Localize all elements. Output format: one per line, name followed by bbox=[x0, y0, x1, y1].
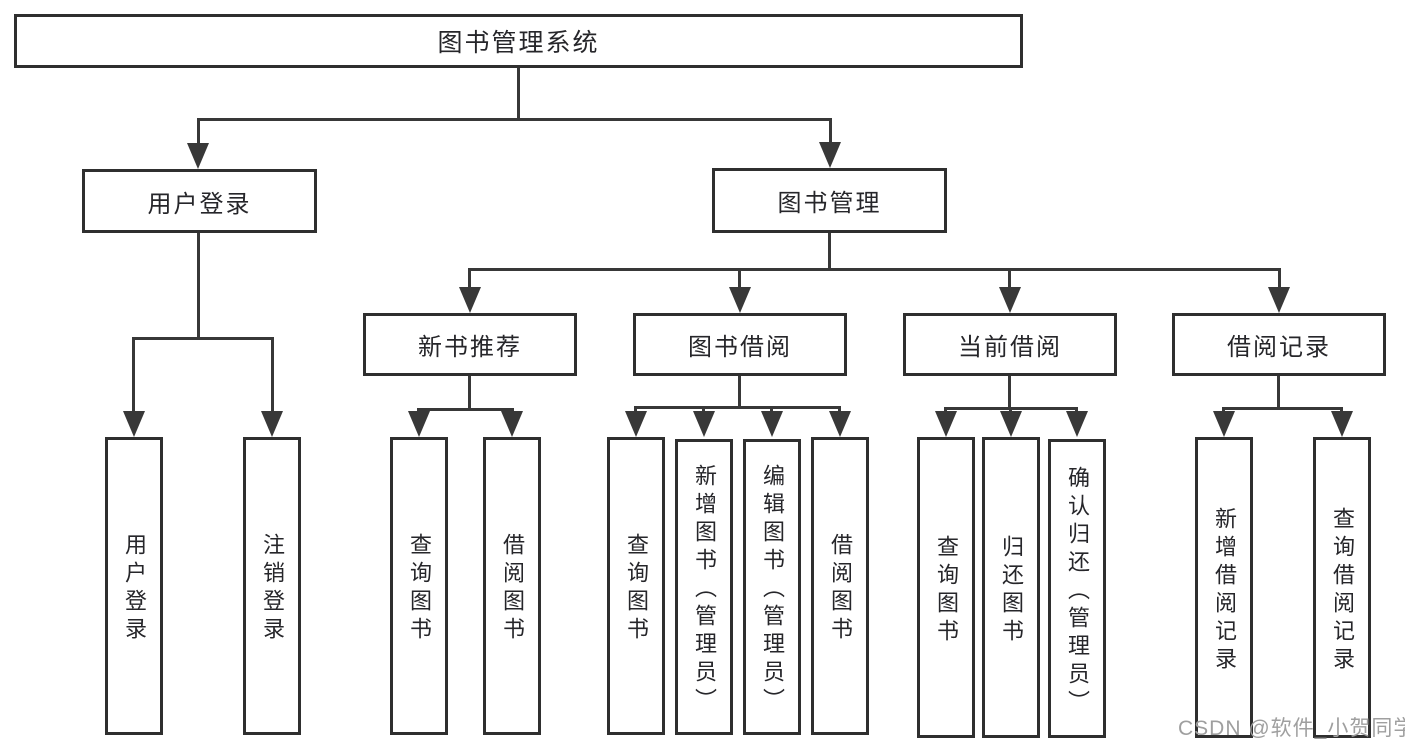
node-records-query-borrow-record: 查询借阅记录 bbox=[1313, 437, 1371, 738]
node-label: 图书借阅 bbox=[688, 334, 792, 361]
connector-line bbox=[197, 118, 200, 146]
connector-line bbox=[271, 337, 274, 414]
node-user-login: 用户登录 bbox=[82, 169, 317, 233]
arrow-down-icon bbox=[1268, 287, 1290, 313]
connector-line bbox=[517, 66, 520, 120]
node-recommend-borrow-books: 借阅图书 bbox=[483, 437, 541, 735]
connector-line bbox=[1277, 374, 1280, 409]
arrow-down-icon bbox=[829, 411, 851, 437]
node-label: 查询图书 bbox=[934, 534, 959, 647]
connector-line bbox=[702, 406, 705, 415]
node-login: 用户登录 bbox=[105, 437, 163, 735]
node-current-borrow: 当前借阅 bbox=[903, 313, 1117, 376]
node-label: 查询借阅记录 bbox=[1330, 506, 1355, 675]
connector-line bbox=[468, 374, 471, 410]
node-label: 新书推荐 bbox=[418, 334, 522, 361]
node-borrow-query-books: 查询图书 bbox=[607, 437, 665, 735]
node-new-book-recommend: 新书推荐 bbox=[363, 313, 577, 376]
connector-line bbox=[1222, 407, 1343, 410]
connector-line bbox=[634, 406, 637, 415]
node-label: 查询图书 bbox=[407, 533, 432, 645]
node-borrow-records: 借阅记录 bbox=[1172, 313, 1386, 376]
node-label: 图书管理系统 bbox=[437, 29, 600, 57]
node-label: 新增借阅记录 bbox=[1212, 506, 1237, 675]
node-records-add-borrow-record: 新增借阅记录 bbox=[1195, 437, 1253, 738]
node-label: 确认归还（管理员） bbox=[1065, 465, 1090, 718]
node-label: 借阅图书 bbox=[500, 533, 525, 645]
connector-line bbox=[634, 406, 841, 409]
node-book-management: 图书管理 bbox=[712, 168, 947, 233]
node-current-return-books: 归还图书 bbox=[982, 437, 1040, 738]
connector-line bbox=[838, 406, 841, 415]
arrow-down-icon bbox=[999, 287, 1021, 313]
arrow-down-icon bbox=[1000, 411, 1022, 437]
connector-line bbox=[132, 337, 274, 340]
connector-line bbox=[197, 118, 832, 121]
arrow-down-icon bbox=[501, 411, 523, 437]
connector-line bbox=[468, 268, 471, 290]
connector-line bbox=[417, 408, 514, 411]
node-label: 用户登录 bbox=[122, 533, 147, 645]
node-label: 借阅记录 bbox=[1227, 334, 1331, 361]
connector-line bbox=[828, 231, 831, 270]
node-label: 归还图书 bbox=[999, 534, 1024, 647]
arrow-down-icon bbox=[761, 411, 783, 437]
node-borrow-add-books-admin: 新增图书（管理员） bbox=[675, 439, 733, 735]
arrow-down-icon bbox=[1331, 411, 1353, 437]
arrow-down-icon bbox=[261, 411, 283, 437]
arrow-down-icon bbox=[1066, 411, 1088, 437]
connector-line bbox=[132, 337, 135, 414]
connector-line bbox=[1008, 374, 1011, 409]
node-label: 新增图书（管理员） bbox=[692, 464, 717, 716]
connector-line bbox=[738, 374, 741, 408]
node-label: 查询图书 bbox=[624, 533, 649, 645]
arrow-down-icon bbox=[729, 287, 751, 313]
arrow-down-icon bbox=[935, 411, 957, 437]
connector-line bbox=[770, 406, 773, 415]
node-borrow-borrow-books: 借阅图书 bbox=[811, 437, 869, 735]
arrow-down-icon bbox=[1213, 411, 1235, 437]
node-library-management-system: 图书管理系统 bbox=[14, 14, 1023, 68]
node-label: 注销登录 bbox=[260, 533, 285, 645]
connector-line bbox=[1278, 268, 1281, 290]
node-book-borrow: 图书借阅 bbox=[633, 313, 847, 376]
node-logout: 注销登录 bbox=[243, 437, 301, 735]
connector-line bbox=[468, 268, 1281, 271]
node-label: 借阅图书 bbox=[828, 533, 853, 645]
connector-line bbox=[738, 268, 741, 290]
connector-line bbox=[197, 231, 200, 339]
node-label: 图书管理 bbox=[777, 190, 882, 217]
node-current-confirm-return-admin: 确认归还（管理员） bbox=[1048, 439, 1106, 738]
arrow-down-icon bbox=[459, 287, 481, 313]
arrow-down-icon bbox=[187, 143, 209, 169]
node-label: 用户登录 bbox=[147, 190, 252, 218]
arrow-down-icon bbox=[819, 142, 841, 168]
connector-line bbox=[1008, 268, 1011, 290]
arrow-down-icon bbox=[408, 411, 430, 437]
csdn-watermark: CSDN @软件_小贺同学 bbox=[1178, 717, 1405, 740]
node-current-query-books: 查询图书 bbox=[917, 437, 975, 738]
node-recommend-query-books: 查询图书 bbox=[390, 437, 448, 735]
connector-line bbox=[829, 118, 832, 145]
arrow-down-icon bbox=[123, 411, 145, 437]
arrow-down-icon bbox=[693, 411, 715, 437]
node-borrow-edit-books-admin: 编辑图书（管理员） bbox=[743, 439, 801, 735]
node-label: 编辑图书（管理员） bbox=[760, 464, 785, 716]
node-label: 当前借阅 bbox=[958, 334, 1062, 361]
arrow-down-icon bbox=[625, 411, 647, 437]
